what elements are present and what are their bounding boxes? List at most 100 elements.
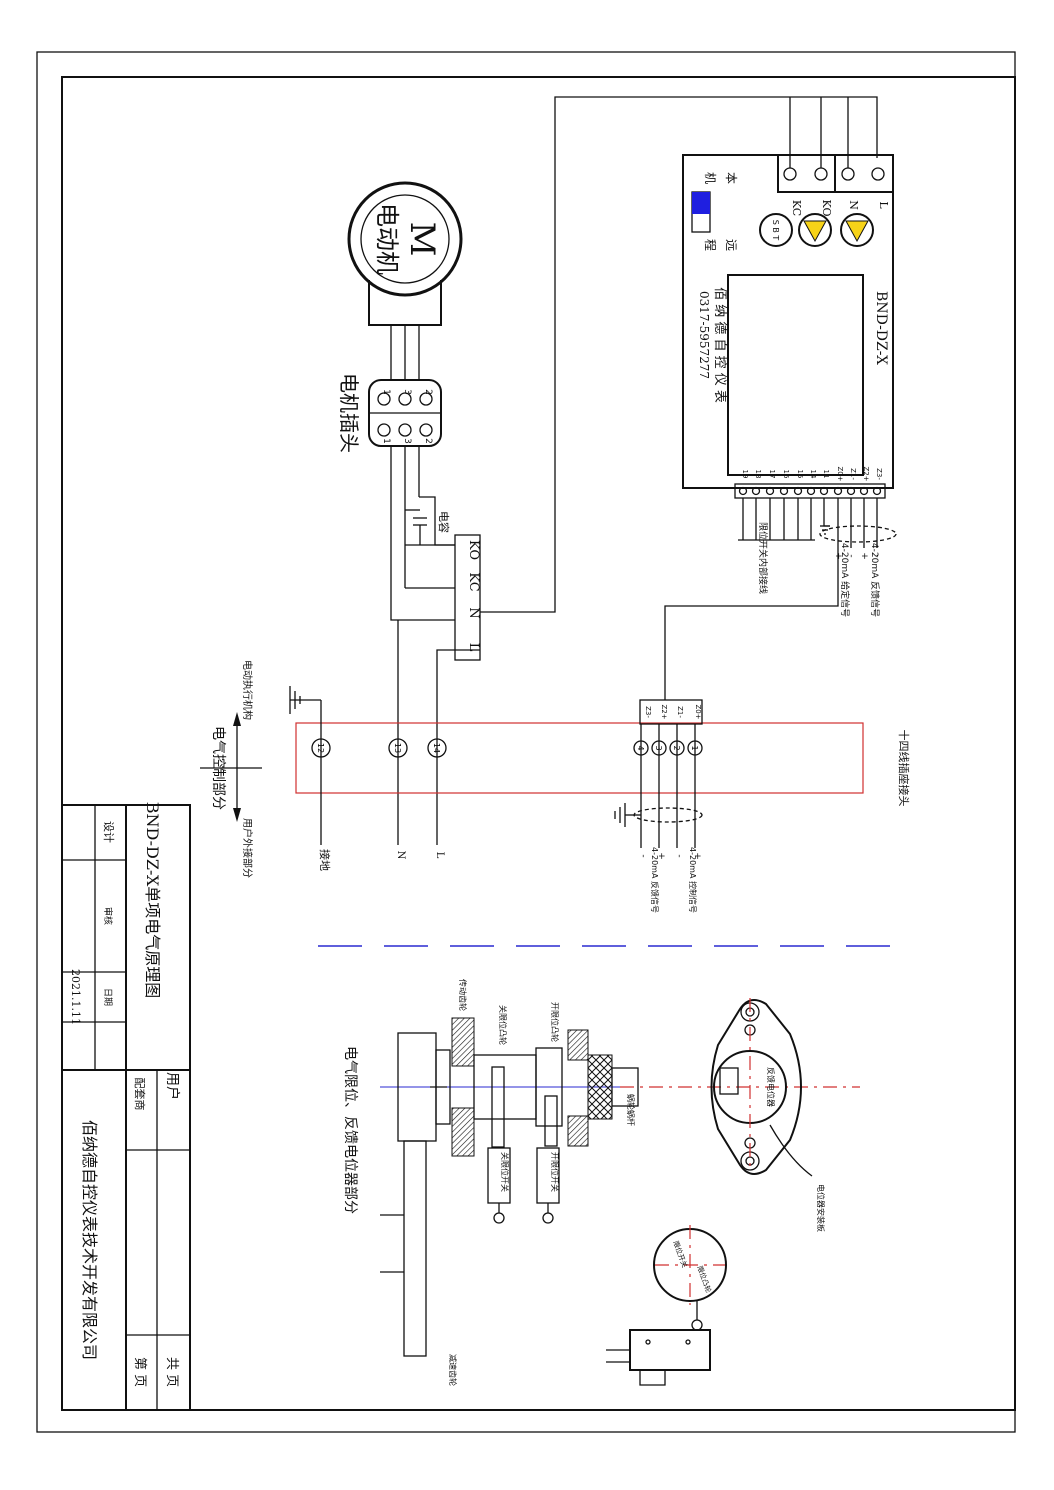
- bottom-terminal: Z1-: [849, 468, 857, 480]
- svg-text:3: 3: [654, 745, 663, 750]
- connector-label: 十四线插座接头: [897, 730, 911, 807]
- bottom-terminal: Z0+: [836, 466, 844, 481]
- svg-text:+: +: [692, 852, 702, 860]
- wire-label-ko: KO: [466, 540, 481, 560]
- date-label: 日期: [102, 988, 113, 1006]
- ko-button: [798, 213, 832, 247]
- dial-label-switch: 限位开关: [671, 1239, 689, 1268]
- remote-label-bottom: 程: [703, 239, 718, 251]
- user-arrow-label: 用户外接部分: [241, 818, 254, 878]
- title-block: BND-DZ-X单项电气原理图 设计 审核 日期 2021.1.11 用户 配套…: [61, 802, 191, 1411]
- motor-wiring: 电容 KO KC N L: [390, 96, 878, 845]
- connector-red-box: [295, 722, 864, 794]
- bottom-terminal: 14: [809, 470, 817, 479]
- connector: 十四线插座接头 Z3- Z2+ Z1- Z0+ 4 3 2 1 14 13 12: [289, 686, 911, 913]
- pot-board: [710, 999, 802, 1175]
- controller-bottom-terminals: [734, 483, 886, 499]
- svg-text:Z1-: Z1-: [676, 706, 684, 718]
- dial-label-cam: 限位凸轮: [695, 1264, 713, 1293]
- reduce-gear-label: 减速齿轮: [448, 1354, 458, 1386]
- bottom-terminal-labels: 19 18 17 16 15 14 11 Z0+ Z1- Z2+ Z3-: [741, 466, 883, 481]
- controller-model: BND-DZ-X: [873, 291, 889, 365]
- capacitor-label: 电容: [437, 511, 451, 533]
- sbt-label: S B T: [771, 220, 780, 241]
- controller-terminal-ko: KO: [820, 200, 833, 217]
- controller-terminal-kc: KC: [790, 200, 803, 216]
- bottom-terminal: 18: [754, 470, 762, 479]
- motor-plug: 1 3 2 1 3 2 电机插头: [337, 373, 442, 453]
- switch-label-top: 本: [724, 172, 738, 184]
- user-control-label: 4-20mA 控制信号: [688, 847, 698, 913]
- ko-arrow-icon: [803, 220, 827, 243]
- drawing-title: BND-DZ-X单项电气原理图: [143, 802, 162, 998]
- svg-text:-: -: [846, 554, 856, 557]
- kc-button: [840, 213, 874, 247]
- actuator-arrow-label: 电动执行机构: [241, 660, 254, 720]
- wire-label-kc: KC: [466, 572, 481, 591]
- svg-text:Z2+: Z2+: [660, 704, 668, 719]
- motor-terminal-block: [454, 534, 481, 661]
- controller-phone: 0317-5957277: [697, 291, 711, 379]
- terminal-circles: [738, 486, 882, 496]
- date-value: 2021.1.11: [69, 969, 82, 1025]
- limit-switch-label: 限位开关内部接线: [757, 522, 769, 594]
- svg-text:12: 12: [316, 743, 325, 753]
- sbt-button: [759, 213, 793, 247]
- wire-label-l: L: [466, 643, 481, 652]
- motor-inner-circle: [360, 194, 450, 284]
- svg-text:+: +: [859, 552, 869, 560]
- plug-pin: 1: [381, 389, 391, 395]
- open-cam: [567, 1029, 589, 1061]
- reduce-gear-shaft: [403, 1140, 427, 1357]
- controller-maker: 佰 纳 德 自 控 仪 表: [712, 287, 727, 403]
- bottom-terminal: 15: [796, 470, 804, 479]
- switch-label-bottom: 机: [703, 172, 717, 184]
- l-output-label: L: [434, 852, 445, 859]
- control-arrow-label: 电气控制部分: [210, 726, 226, 810]
- connector-terminal-block: [639, 699, 703, 725]
- bottom-terminal: 16: [782, 470, 790, 479]
- motor-outer-circle: [347, 181, 463, 297]
- open-switch-label: 开限位开关: [550, 1152, 560, 1192]
- feedback-signal-label: 4-20mA 反馈信号: [869, 543, 881, 617]
- kc-arrow-icon: [845, 220, 869, 243]
- given-signal-label: 4-20mA 给定信号: [839, 543, 851, 617]
- motor-label: 电动机: [373, 203, 401, 275]
- company-name: 佰纳德自控仪表技术开发有限公司: [80, 1120, 99, 1360]
- controller-display: [727, 274, 864, 476]
- outer-border: [36, 51, 1016, 1433]
- svg-text:Z0+: Z0+: [694, 704, 702, 719]
- potentiometer-label: 反馈电位器: [766, 1067, 776, 1107]
- plug-pin: 2: [423, 438, 433, 444]
- drive-gear-label: 传动齿轮: [458, 979, 468, 1011]
- motor: M 电动机: [347, 181, 463, 380]
- design-label: 设计: [102, 821, 115, 843]
- plug-pin: 3: [402, 389, 412, 395]
- svg-text:13: 13: [393, 743, 402, 753]
- user-feedback-label: 4-20mA 反馈信号: [650, 847, 660, 913]
- motor-symbol: M: [402, 222, 442, 257]
- bottom-terminal: 11: [822, 470, 830, 479]
- worm-gear: [587, 1054, 613, 1120]
- section-arrows: 电动执行机构 电气控制部分 用户外接部分: [200, 660, 262, 878]
- svg-text:4: 4: [636, 745, 645, 750]
- plug-pin: 2: [423, 389, 433, 395]
- bottom-terminal: Z2+: [862, 466, 870, 481]
- micro-switch: [629, 1329, 711, 1371]
- n-output-label: N: [395, 851, 406, 860]
- controller: KC KO N L 本 机 远 程 S B T BND-DZ-X 佰 纳 德 自…: [664, 97, 897, 700]
- svg-text:-: -: [638, 854, 648, 857]
- worm-label: 蜗轮蜗杆: [626, 1094, 636, 1126]
- ground-output-label: 接地: [318, 849, 331, 871]
- remote-label-top: 远: [724, 239, 738, 251]
- svg-text:-: -: [872, 554, 882, 557]
- close-cam-label: 关限位凸轮: [498, 1005, 508, 1045]
- controller-terminal-n: N: [847, 200, 860, 210]
- svg-text:2: 2: [672, 745, 681, 750]
- pot-board-label: 电位器安装板: [816, 1184, 826, 1232]
- inner-border: [61, 76, 1016, 1411]
- motor-base: [368, 280, 442, 326]
- bottom-terminal: 17: [768, 470, 776, 479]
- review-label: 审核: [102, 907, 114, 925]
